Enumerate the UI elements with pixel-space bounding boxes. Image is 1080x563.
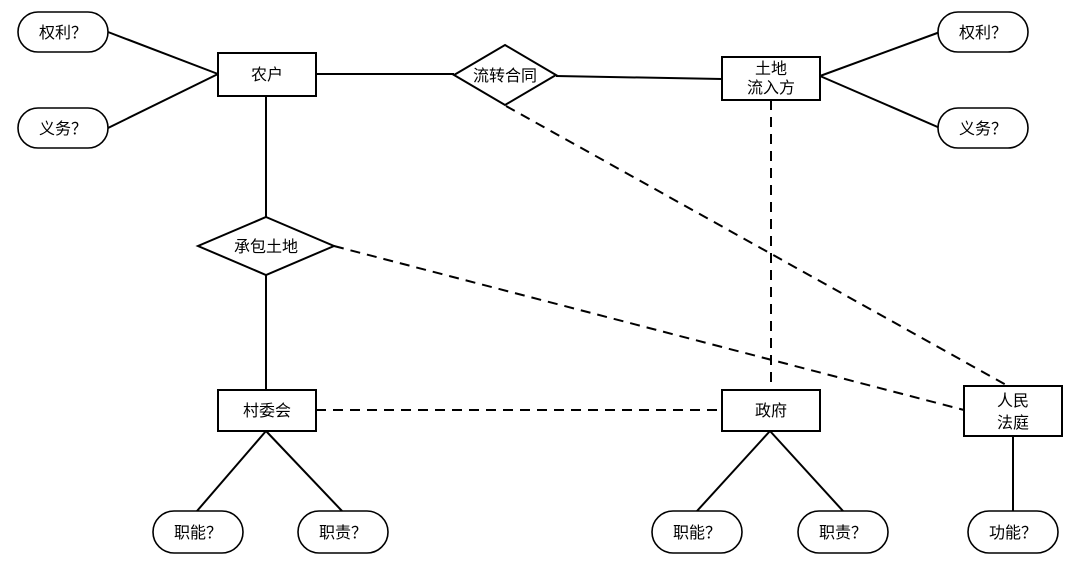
relationship-transfer-contract[interactable]: 流转合同 <box>452 43 558 107</box>
line-government-duties <box>769 430 844 512</box>
line-village-functions <box>196 430 267 512</box>
entity-land-transferee[interactable]: 土地 流入方 <box>721 56 821 101</box>
attribute-government-functions[interactable]: 职能？ <box>651 510 743 554</box>
dash-transfer-contract-court <box>505 105 1009 387</box>
relationship-transfer-contract-label: 流转合同 <box>473 66 537 85</box>
attribute-village-duties-label: 职责？ <box>319 523 367 542</box>
attribute-farmer-obligations-label: 义务？ <box>39 119 87 138</box>
attribute-transferee-rights-label: 权利？ <box>959 23 1007 42</box>
entity-land-transferee-label-line2: 流入方 <box>747 78 795 97</box>
solid-connectors <box>107 31 1014 512</box>
line-farmer-obligations <box>107 73 219 129</box>
attribute-transferee-rights[interactable]: 权利？ <box>937 11 1029 53</box>
attribute-village-duties[interactable]: 职责？ <box>297 510 389 554</box>
attribute-village-functions-label: 职能？ <box>174 523 222 542</box>
entity-peoples-court-label-line2: 法庭 <box>997 413 1029 432</box>
entity-village-committee-label: 村委会 <box>243 401 291 420</box>
entity-peoples-court[interactable]: 人民 法庭 <box>963 385 1063 437</box>
attribute-transferee-obligations[interactable]: 义务？ <box>937 107 1029 149</box>
line-transfer-contract-transferee <box>555 75 723 80</box>
dashed-connectors <box>316 100 1009 411</box>
attribute-farmer-rights[interactable]: 权利？ <box>17 11 109 53</box>
attribute-transferee-obligations-label: 义务？ <box>959 119 1007 138</box>
dash-contract-land-court <box>333 245 965 411</box>
attribute-government-duties-label: 职责？ <box>819 523 867 542</box>
attribute-court-function-label: 功能？ <box>989 523 1037 542</box>
entity-land-transferee-label-line1: 土地 <box>755 59 787 78</box>
entity-village-committee[interactable]: 村委会 <box>217 389 317 432</box>
entity-government-label: 政府 <box>755 401 787 420</box>
entity-government[interactable]: 政府 <box>721 389 821 432</box>
line-government-functions <box>696 430 771 512</box>
attribute-government-functions-label: 职能？ <box>673 523 721 542</box>
attribute-farmer-rights-label: 权利？ <box>39 23 87 42</box>
attribute-government-duties[interactable]: 职责？ <box>797 510 889 554</box>
attribute-village-functions[interactable]: 职能？ <box>152 510 244 554</box>
line-village-duties <box>265 430 343 512</box>
entity-peoples-court-label-line1: 人民 <box>997 391 1029 410</box>
line-farmer-rights <box>107 31 219 75</box>
relationship-contract-land[interactable]: 承包土地 <box>195 215 337 277</box>
relationship-contract-land-label: 承包土地 <box>234 237 298 256</box>
attribute-court-function[interactable]: 功能？ <box>967 510 1059 554</box>
line-transferee-rights <box>819 31 941 77</box>
entity-farmer[interactable]: 农户 <box>217 52 317 97</box>
attribute-farmer-obligations[interactable]: 义务？ <box>17 107 109 149</box>
line-transferee-obligations <box>819 75 941 129</box>
entity-farmer-label: 农户 <box>251 65 283 84</box>
